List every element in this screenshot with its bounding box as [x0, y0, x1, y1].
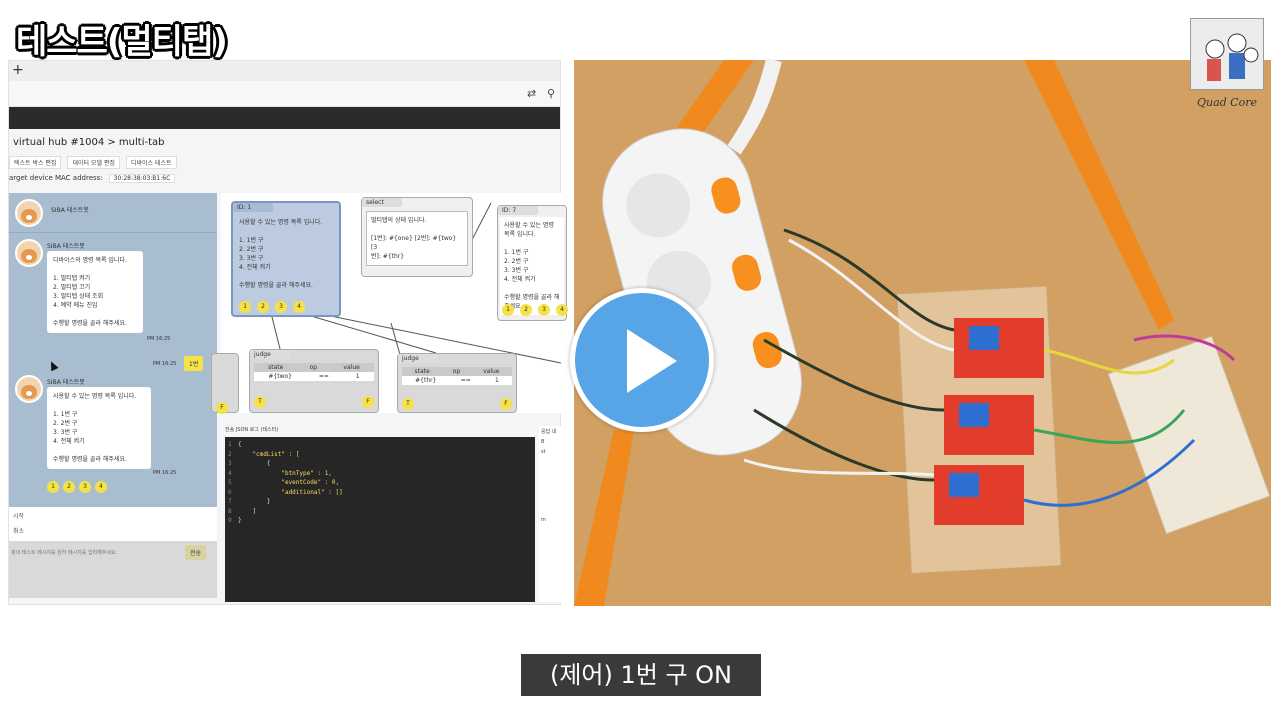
chat-options: 시작 취소 [9, 507, 217, 541]
node7-chip-4[interactable]: 4 [556, 304, 568, 316]
chat-header: SIBA 테스트봇 [9, 193, 217, 233]
web-ui-screenshot: + ⇄ ⚲ virtual hub #1004 > multi-tab 텍스트 … [8, 60, 568, 605]
node1-chip-4[interactable]: 4 [293, 301, 305, 313]
chat-panel: SIBA 테스트봇 SIBA 테스트봇 디바이스의 명령 목록 입니다. 1. … [9, 193, 217, 598]
user-time: PM 16:25 [153, 361, 177, 367]
node1-chip-1[interactable]: 1 [239, 301, 251, 313]
breadcrumb: virtual hub #1004 > multi-tab [13, 137, 165, 148]
bot-avatar [15, 375, 43, 403]
code-label: 전송 JSON 로그 (테스터) [225, 427, 279, 433]
app-header-bar [9, 107, 560, 129]
node7-chip-1[interactable]: 1 [502, 304, 514, 316]
translate-icon[interactable]: ⇄ [527, 87, 537, 100]
message-time: PM 16:25 [153, 470, 177, 476]
subtitle-caption: (제어) 1번 구 ON [521, 654, 761, 696]
logo-illustration [1190, 18, 1264, 90]
node7-chip-2[interactable]: 2 [520, 304, 532, 316]
bot-name: SIBA 테스트봇 [47, 243, 85, 250]
bot-name: SIBA 테스트봇 [47, 379, 85, 386]
option-start[interactable]: 시작 [13, 513, 25, 520]
video-title: 테스트(멀티탭) [16, 22, 228, 62]
judge2-true[interactable]: T [402, 398, 414, 410]
mouse-cursor [47, 359, 59, 372]
send-button[interactable]: 전송 [185, 545, 207, 560]
judge1-true[interactable]: T [254, 396, 266, 408]
chat-title: SIBA 테스트봇 [51, 207, 89, 214]
mac-label: arget device MAC address: [9, 174, 103, 182]
quick-reply-1[interactable]: 1 [47, 481, 59, 493]
play-button-icon[interactable] [570, 288, 714, 432]
search-icon[interactable]: ⚲ [547, 87, 556, 100]
option-cancel[interactable]: 취소 [13, 528, 25, 535]
flow-node-judge-edge[interactable]: F [211, 353, 239, 414]
node1-chip-2[interactable]: 2 [257, 301, 269, 313]
quad-core-logo: Quad Core [1188, 16, 1266, 112]
response-log: 응답 내 B st m [539, 426, 562, 602]
judge2-false[interactable]: F [500, 398, 512, 410]
bot-avatar [15, 199, 43, 227]
node1-chip-3[interactable]: 3 [275, 301, 287, 313]
sub-tabs: 텍스트 박스 편집 데이터 모델 편집 디바이스 테스트 [9, 153, 560, 169]
logo-text: Quad Core [1196, 96, 1257, 109]
node7-chip-3[interactable]: 3 [538, 304, 550, 316]
mac-row: arget device MAC address: 30:28:38:03:B1… [9, 169, 560, 185]
mac-value: 30:28:38:03:B1:6C [108, 173, 176, 183]
new-tab-icon[interactable]: + [12, 62, 24, 78]
quick-reply-3[interactable]: 3 [79, 481, 91, 493]
quick-reply-2[interactable]: 2 [63, 481, 75, 493]
chat-input[interactable]: 봇의 테스트 메시지를 원하 메시지를 입력해주세요. [11, 550, 118, 556]
flow-node-select[interactable]: select 멀티탭의 상태 입니다. [1번]: #{one} [2번]: #… [361, 197, 473, 277]
tab-text-edit[interactable]: 텍스트 박스 편집 [9, 156, 62, 169]
tab-device-test[interactable]: 디바이스 테스트 [125, 156, 177, 169]
judge1-false[interactable]: F [362, 396, 374, 408]
browser-addressbar: ⇄ ⚲ [9, 81, 560, 107]
json-log-editor[interactable]: 1{2 "cmdList" : [3 {4 "btnType" : 1,5 "e… [225, 437, 535, 602]
bot-avatar [15, 239, 43, 267]
tab-data-model[interactable]: 데이터 모델 편집 [67, 156, 120, 169]
chat-input-area: 봇의 테스트 메시지를 원하 메시지를 입력해주세요. 전송 [9, 541, 217, 598]
quick-reply-4[interactable]: 4 [95, 481, 107, 493]
message-time: PM 16:25 [147, 336, 171, 342]
user-reply: 1번 [184, 356, 204, 371]
browser-tabbar: + [9, 61, 560, 81]
